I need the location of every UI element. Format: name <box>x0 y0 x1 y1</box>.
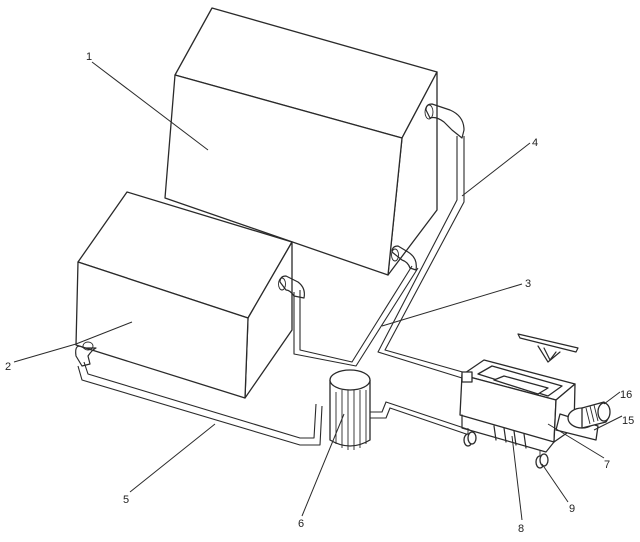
small-tank-elbow <box>278 275 305 299</box>
hopper-inner <box>493 375 549 395</box>
large-tank <box>164 7 438 276</box>
leader-2 <box>13 343 77 363</box>
hopper-inlet-fitting <box>461 371 473 383</box>
mixer-cart <box>459 333 611 469</box>
leader-4 <box>461 142 531 197</box>
pipe-5-elbow <box>75 345 97 367</box>
pipe-4-elbow <box>425 103 465 139</box>
label-5: 5 <box>123 494 129 506</box>
pipe-3-flange <box>391 248 399 262</box>
pipe-4-flange <box>424 104 434 120</box>
motor <box>567 401 611 429</box>
label-6: 6 <box>298 518 304 530</box>
label-2: 2 <box>5 361 11 373</box>
label-8: 8 <box>518 523 524 535</box>
pipe-3-elbow <box>391 245 417 271</box>
base-frame <box>461 414 555 453</box>
wheel-right <box>535 450 549 469</box>
leader-8 <box>511 435 523 521</box>
small-tank-front <box>75 261 249 399</box>
callouts: 1 2 3 4 5 6 7 8 9 15 16 <box>5 51 634 535</box>
leader-9 <box>541 463 569 503</box>
leader-1 <box>91 61 209 151</box>
large-tank-front <box>164 74 403 276</box>
cart-handle <box>517 333 579 353</box>
pipe-4 <box>377 103 467 379</box>
leader-5 <box>129 423 216 493</box>
leader-15 <box>593 415 623 431</box>
wheel-left <box>463 428 477 447</box>
label-7: 7 <box>604 459 610 471</box>
label-3: 3 <box>525 278 531 290</box>
label-1: 1 <box>86 51 92 63</box>
pipe-5 <box>75 341 473 446</box>
leader-16 <box>603 391 621 405</box>
base-slots <box>493 425 527 449</box>
label-9: 9 <box>569 503 575 515</box>
cart-handle-frame <box>537 345 561 363</box>
leader-6 <box>301 413 345 517</box>
label-4: 4 <box>532 137 538 149</box>
leader-lines <box>13 61 623 521</box>
pump <box>329 369 371 450</box>
leader-3 <box>381 283 523 327</box>
label-15: 15 <box>622 415 634 427</box>
pipe-3 <box>293 245 419 367</box>
pump-top <box>329 369 371 391</box>
leader-7 <box>547 423 605 459</box>
label-16: 16 <box>620 389 632 401</box>
